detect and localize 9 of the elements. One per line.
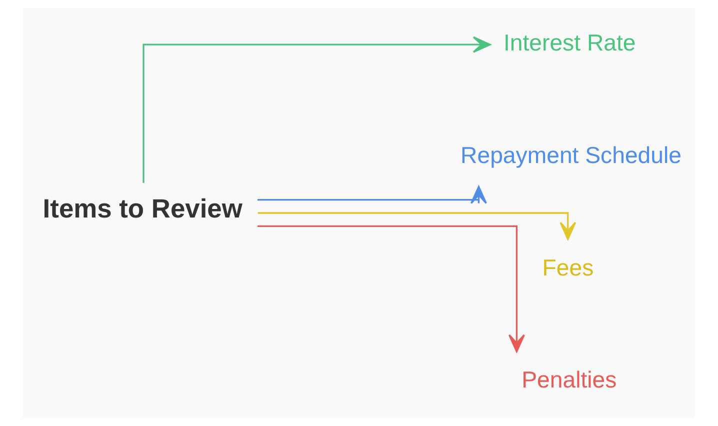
node-text: Fees bbox=[542, 254, 594, 280]
arrow bbox=[257, 186, 487, 204]
node-text: Items to Review bbox=[42, 194, 242, 224]
arrow bbox=[258, 212, 576, 240]
arrow bbox=[258, 225, 525, 352]
node-text: Penalties bbox=[522, 366, 617, 393]
node-text: Repayment Schedule bbox=[460, 142, 682, 168]
arrow bbox=[142, 36, 491, 183]
node-text: Interest Rate bbox=[503, 30, 636, 56]
